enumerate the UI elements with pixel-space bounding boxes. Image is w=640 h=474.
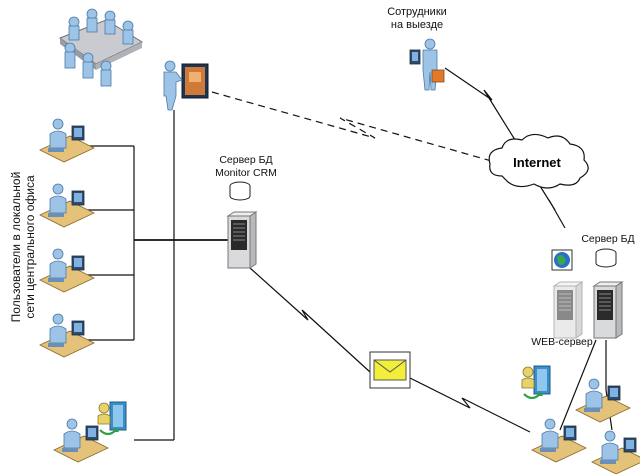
globe-icon	[551, 249, 573, 271]
remote-staff-label-line2: на выезде	[390, 19, 444, 31]
remote-staff-label: Сотрудники на выезде	[372, 6, 462, 32]
crm-db-server-label: Сервер БД Monitor CRM	[196, 154, 296, 180]
web-server-label: WEB-сервер	[531, 336, 593, 348]
conference-table-icon	[58, 8, 144, 87]
workstation-icon	[575, 378, 631, 423]
presenter-icon	[163, 60, 209, 111]
traveler-icon	[409, 38, 445, 91]
sync-user-icon	[520, 364, 552, 400]
internet-label: Internet	[513, 155, 561, 170]
workstation-icon	[39, 183, 95, 228]
wireless-link	[211, 91, 496, 163]
crm-db-server-label-line2: Monitor CRM	[215, 167, 277, 179]
envelope-icon	[369, 351, 411, 389]
wan-links	[249, 67, 613, 433]
workstation-icon	[53, 418, 109, 463]
workstation-icon	[591, 430, 640, 474]
workstation-icon	[531, 418, 587, 463]
cloud-icon	[488, 133, 589, 189]
remote-db-server-label: Сервер БД	[581, 233, 635, 245]
office-users-label-line2: сети центрального офиса	[23, 175, 37, 319]
office-users-label-line1: Пользователи в локальной	[9, 171, 23, 323]
database-icon	[229, 181, 251, 201]
server-tower-icon	[593, 281, 623, 339]
sync-user-icon	[96, 400, 128, 436]
workstation-icon	[39, 248, 95, 293]
office-users-label: Пользователи в локальной сети центрально…	[9, 162, 37, 332]
server-tower-icon	[227, 211, 257, 269]
workstation-icon	[39, 313, 95, 358]
lan-wiring	[84, 110, 228, 441]
database-icon	[595, 248, 617, 268]
workstation-icon	[39, 118, 95, 163]
crm-db-server-label-line1: Сервер БД	[219, 154, 273, 166]
remote-staff-label-line1: Сотрудники	[387, 6, 447, 18]
server-tower-icon	[553, 281, 583, 339]
